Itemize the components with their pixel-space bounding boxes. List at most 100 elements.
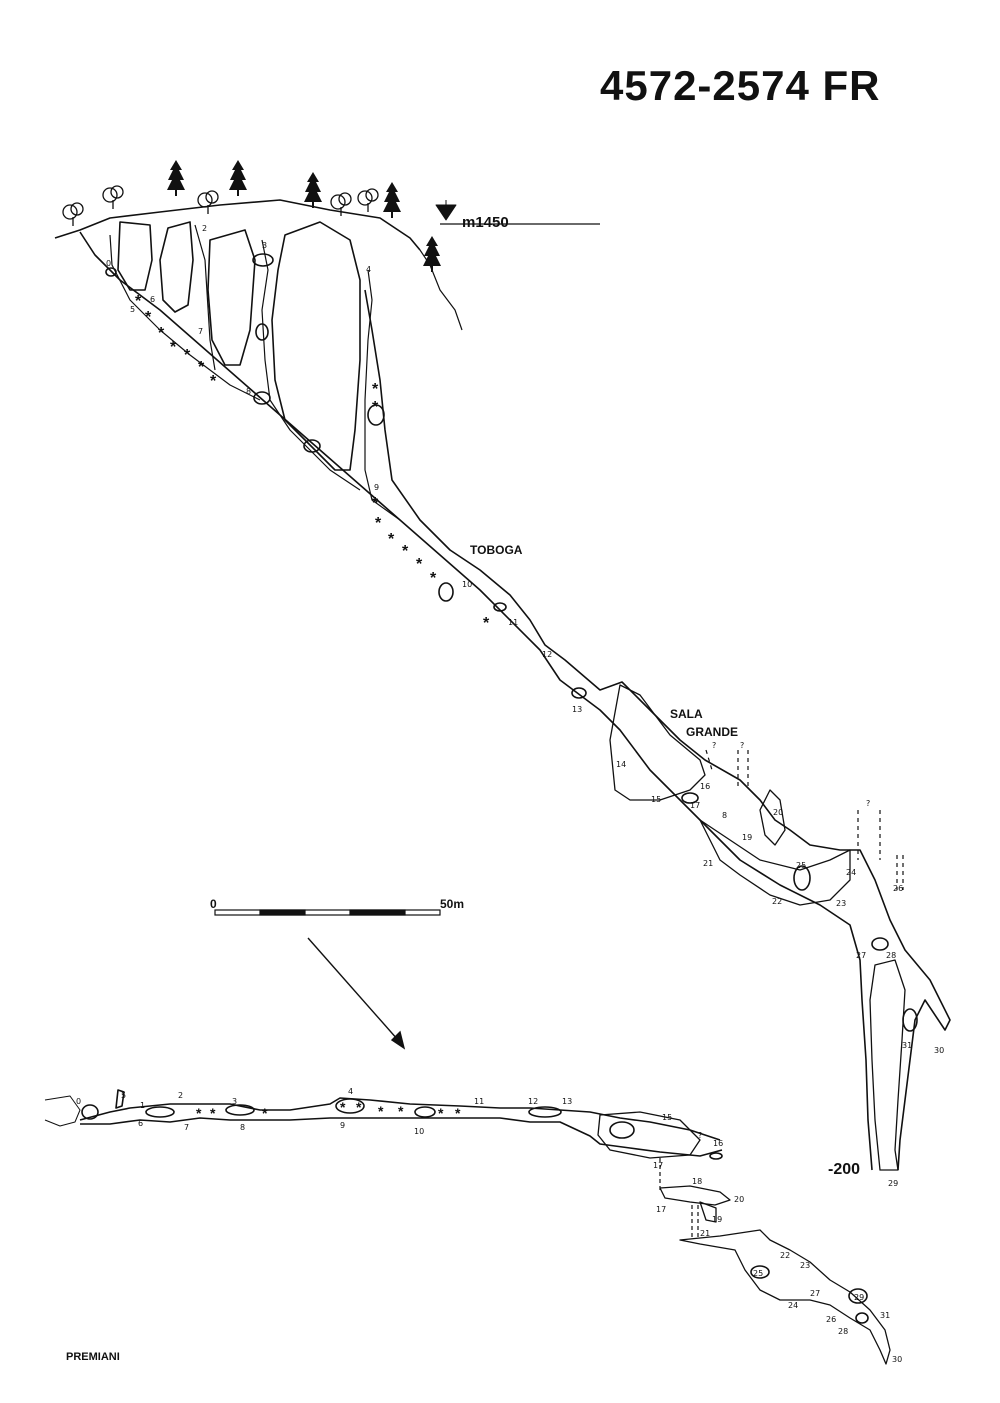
gallery-floor (79, 231, 873, 1171)
svg-text:20: 20 (734, 1195, 744, 1204)
direction-arrow (307, 937, 406, 1050)
svg-text:*: * (340, 1099, 346, 1115)
svg-text:2: 2 (202, 224, 207, 233)
svg-text:10: 10 (414, 1127, 424, 1136)
plan-branch-18 (659, 1185, 731, 1206)
svg-text:24: 24 (788, 1301, 798, 1310)
plan-connector-21 (691, 1205, 699, 1238)
svg-text:*: * (210, 373, 217, 390)
svg-text:23: 23 (800, 1261, 810, 1270)
pillar-4 (271, 221, 361, 471)
svg-text:19: 19 (742, 833, 752, 842)
section-station-numbers: 0 2 3 4 5 6 7 8 9 10 11 12 13 14 15 16 1… (106, 224, 944, 1188)
svg-text:*: * (416, 556, 423, 573)
svg-text:20: 20 (773, 808, 783, 817)
author-credit: PREMIANI (66, 1351, 120, 1363)
label-toboga: TOBOGA (470, 543, 523, 557)
surface-trees (62, 160, 441, 272)
scale-bar (214, 909, 441, 916)
svg-text:25: 25 (753, 1269, 763, 1278)
lead-24-up (857, 810, 881, 860)
svg-text:16: 16 (700, 782, 710, 791)
svg-text:2: 2 (178, 1091, 183, 1100)
svg-text:*: * (145, 309, 152, 326)
svg-text:10: 10 (462, 580, 472, 589)
svg-text:?: ? (712, 741, 716, 750)
svg-text:*: * (158, 325, 165, 342)
svg-text:*: * (356, 1099, 362, 1115)
svg-text:13: 13 (562, 1097, 572, 1106)
svg-text:9: 9 (340, 1121, 345, 1130)
lead-19-up (737, 750, 749, 790)
gallery-ceiling (364, 289, 951, 1171)
svg-text:23: 23 (836, 899, 846, 908)
svg-text:9: 9 (374, 483, 379, 492)
lower-loop (699, 819, 851, 906)
svg-text:24: 24 (846, 868, 856, 877)
lead-sala-up (705, 749, 713, 771)
svg-text:0: 0 (106, 259, 111, 268)
svg-text:22: 22 (772, 897, 782, 906)
svg-text:4: 4 (366, 265, 371, 274)
svg-text:5: 5 (130, 305, 135, 314)
svg-text:21: 21 (703, 859, 713, 868)
label-sala: SALA (670, 707, 703, 721)
svg-text:8: 8 (240, 1123, 245, 1132)
svg-text:?: ? (740, 741, 744, 750)
scale-end: 50m (440, 897, 465, 911)
svg-text:*: * (170, 339, 177, 356)
svg-text:31: 31 (902, 1041, 912, 1050)
label-grande: GRANDE (686, 725, 739, 739)
svg-text:30: 30 (892, 1355, 902, 1364)
svg-text:0: 0 (76, 1097, 81, 1106)
sala-grande-outline (609, 684, 706, 801)
svg-text:28: 28 (838, 1327, 848, 1336)
shaft-wall-a (109, 234, 261, 401)
svg-text:*: * (262, 1105, 268, 1121)
svg-text:27: 27 (810, 1289, 820, 1298)
entrance-altitude: m1450 (462, 214, 509, 231)
pillar-3 (207, 229, 256, 366)
svg-text:13: 13 (572, 705, 582, 714)
svg-text:22: 22 (780, 1251, 790, 1260)
svg-text:*: * (372, 381, 379, 398)
svg-text:29: 29 (854, 1293, 864, 1302)
svg-text:?: ? (866, 799, 870, 808)
svg-text:*: * (438, 1105, 444, 1121)
svg-text:*: * (483, 615, 490, 632)
svg-text:29: 29 (888, 1179, 898, 1188)
svg-text:*: * (372, 495, 379, 512)
plan-entrance-area (44, 1095, 81, 1127)
plan-rope-markers: *** *** *** (196, 1099, 461, 1121)
shaft-wall-c (261, 239, 361, 491)
svg-text:?: ? (698, 1131, 702, 1140)
svg-text:*: * (398, 1103, 404, 1119)
svg-text:3: 3 (262, 241, 267, 250)
svg-text:11: 11 (474, 1097, 484, 1106)
svg-text:*: * (198, 359, 205, 376)
svg-text:19: 19 (712, 1215, 722, 1224)
svg-text:28: 28 (886, 951, 896, 960)
shaft-wall-b (194, 224, 216, 371)
svg-text:31: 31 (880, 1311, 890, 1320)
svg-text:12: 12 (528, 1097, 538, 1106)
plan-lower-gallery (679, 1229, 891, 1365)
shaft-wall-d (364, 269, 401, 521)
plan-chamber-15 (597, 1111, 701, 1159)
shaft-29 (869, 959, 906, 1171)
svg-text:*: * (430, 570, 437, 587)
svg-text:17: 17 (653, 1161, 663, 1170)
svg-text:7: 7 (198, 327, 203, 336)
plan-main-gallery (79, 1097, 723, 1157)
svg-text:*: * (388, 531, 395, 548)
scale-start: 0 (210, 897, 217, 911)
svg-text:26: 26 (826, 1315, 836, 1324)
svg-text:6: 6 (150, 295, 155, 304)
svg-text:*: * (455, 1105, 461, 1121)
label-depth: -200 (828, 1161, 861, 1178)
pillar-1 (117, 221, 153, 291)
svg-text:8: 8 (246, 387, 251, 396)
svg-text:17: 17 (656, 1205, 666, 1214)
rope-markers: *** *** *** *** *** * (135, 293, 490, 632)
